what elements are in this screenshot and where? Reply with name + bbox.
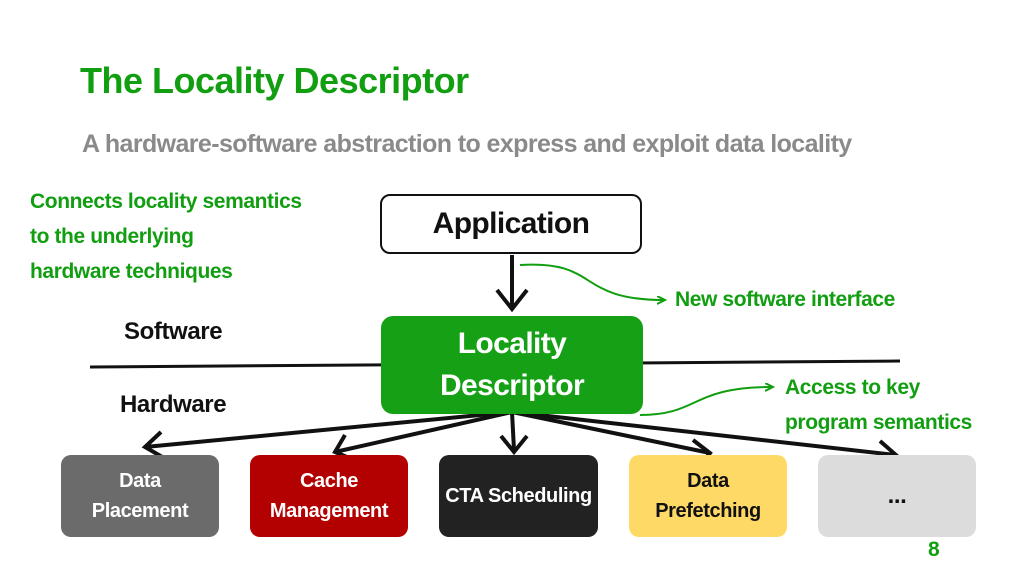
application-label: Application (432, 207, 590, 240)
cache-management-label-line: Cache (299, 470, 359, 492)
software-layer-label: Software (124, 318, 223, 345)
application-to-descriptor-arrow (495, 255, 529, 313)
new-software-interface-callout (519, 263, 664, 300)
locality-descriptor-label-line: Descriptor (439, 369, 585, 402)
slide-title: The Locality Descriptor (80, 60, 469, 101)
access-note-line: Access to key (785, 376, 920, 399)
new-software-interface-label: New software interface (675, 288, 895, 311)
access-semantics-callout (639, 387, 772, 416)
data-placement-node: Data Placement (61, 455, 219, 537)
cta-scheduling-label: CTA Scheduling (445, 485, 592, 507)
connects-note-line: to the underlying (30, 225, 194, 248)
connects-note: Connects locality semantics to the under… (30, 184, 302, 289)
data-prefetching-node: Data Prefetching (629, 455, 787, 537)
data-prefetching-label-line: Data (687, 470, 729, 492)
data-prefetching-label-line: Prefetching (655, 500, 761, 522)
locality-descriptor-node: Locality Descriptor (381, 316, 643, 414)
hardware-layer-label: Hardware (120, 391, 227, 418)
descriptor-fanout-arrows (141, 410, 899, 470)
cache-management-node: Cache Management (250, 455, 408, 537)
slide-subtitle: A hardware-software abstraction to expre… (82, 130, 852, 158)
cache-management-label-line: Management (269, 500, 389, 522)
cta-scheduling-node: CTA Scheduling (439, 455, 598, 537)
locality-descriptor-label-line: Locality (457, 327, 567, 360)
data-placement-label-line: Data (119, 470, 161, 492)
access-note-line: program semantics (785, 411, 972, 434)
application-node: Application (380, 194, 642, 254)
access-semantics-note: Access to key program semantics (785, 370, 972, 440)
page-number: 8 (928, 538, 940, 561)
connects-note-line: Connects locality semantics (30, 190, 302, 213)
connects-note-line: hardware techniques (30, 260, 233, 283)
more-techniques-node: ... (818, 455, 976, 537)
data-placement-label-line: Placement (91, 500, 189, 522)
more-techniques-label: ... (887, 482, 907, 509)
